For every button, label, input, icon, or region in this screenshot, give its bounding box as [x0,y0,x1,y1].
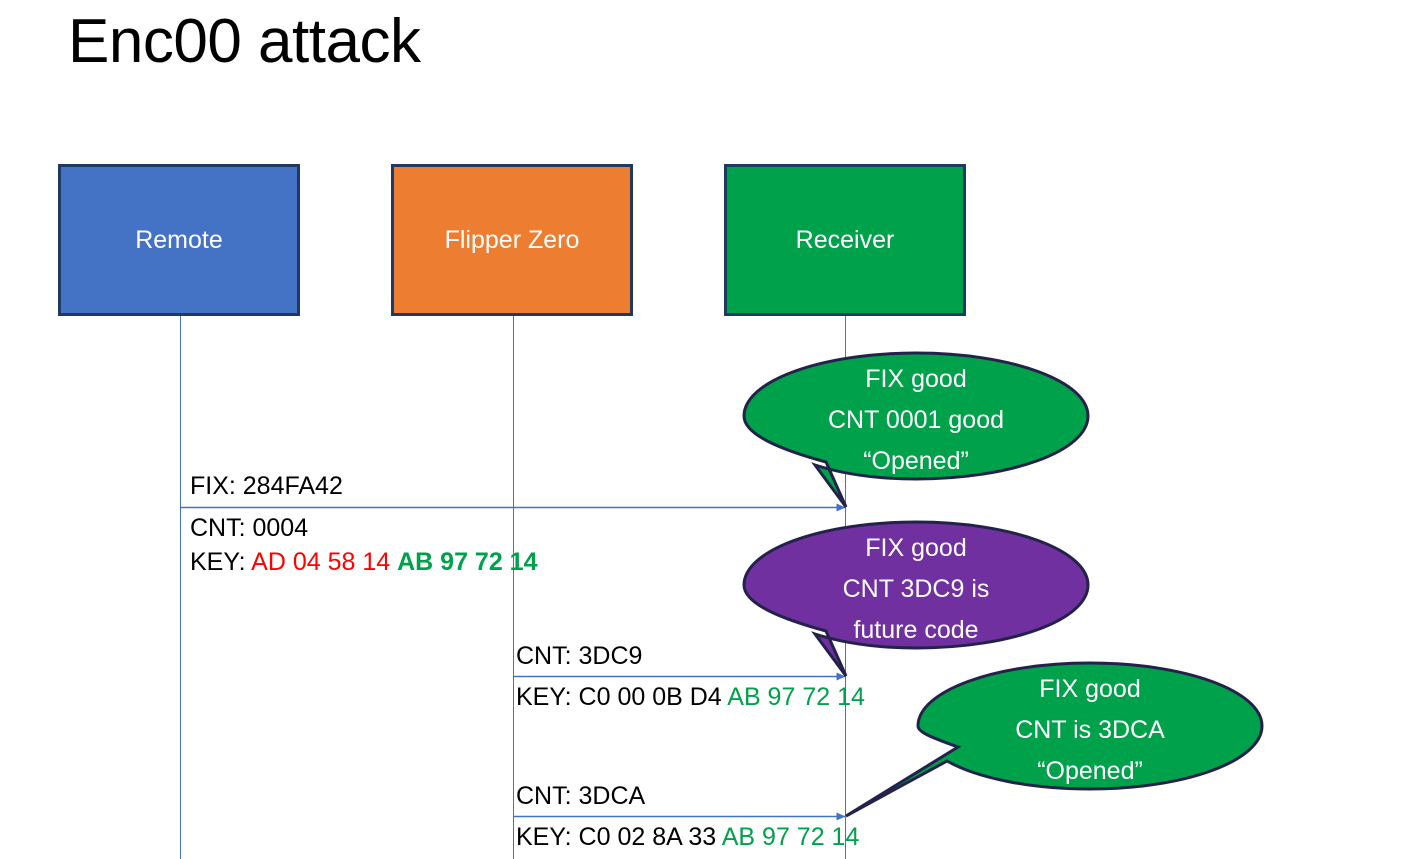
msg-1-fix: FIX: 284FA42 [190,472,343,500]
msg-3-key: KEY: C0 02 8A 33 AB 97 72 14 [516,821,859,854]
lifeline-flipper [513,316,514,859]
callout-3-line-2: CNT is 3DCA [1015,716,1165,744]
msg-1-key: KEY: AD 04 58 14 AB 97 72 14 [190,546,538,579]
msg-3-key-second: AB 97 72 14 [721,823,860,851]
callout-2-line-3: future code [853,616,978,644]
actor-label-flipper: Flipper Zero [444,226,580,254]
msg-1-key-first: AD 04 58 14 [251,548,391,576]
msg-1-cnt: CNT: 0004 [190,514,309,542]
callout-3[interactable]: FIX good CNT is 3DCA “Opened” [845,661,1264,818]
callout-3-line-1: FIX good [1039,675,1140,703]
actor-label-remote: Remote [135,226,223,254]
callout-2-line-1: FIX good [865,534,966,562]
msg-3-key-first: C0 02 8A 33 [578,823,717,851]
msg-3-cnt: CNT: 3DCA [516,782,646,810]
actor-box-receiver[interactable]: Receiver [724,164,966,316]
callout-1[interactable]: FIX good CNT 0001 good “Opened” [742,351,1090,508]
callout-1-line-1: FIX good [865,365,966,393]
msg-1-key-prefix: KEY: [190,548,246,576]
callout-2-shape [742,520,1090,677]
msg-2-key-first: C0 00 0B D4 [578,683,722,711]
msg-2-key-prefix: KEY: [516,683,572,711]
actor-box-remote[interactable]: Remote [58,164,300,316]
callout-2[interactable]: FIX good CNT 3DC9 is future code [742,520,1090,677]
callout-3-line-3: “Opened” [1037,757,1143,785]
actor-label-receiver: Receiver [795,226,895,254]
callout-2-line-2: CNT 3DC9 is [843,575,990,603]
msg-2-cnt: CNT: 3DC9 [516,642,643,670]
msg-2-key-second: AB 97 72 14 [727,683,865,711]
callout-1-shape [742,351,1090,508]
callout-1-line-2: CNT 0001 good [828,406,1004,434]
lifeline-remote [180,316,181,859]
actor-box-flipper[interactable]: Flipper Zero [391,164,633,316]
callout-3-shape [845,661,1264,818]
msg-2-key: KEY: C0 00 0B D4 AB 97 72 14 [516,681,865,714]
msg-1-key-second: AB 97 72 14 [397,548,538,576]
page-title: Enc00 attack [68,7,421,76]
callout-1-line-3: “Opened” [863,447,969,475]
msg-3-key-prefix: KEY: [516,823,572,851]
